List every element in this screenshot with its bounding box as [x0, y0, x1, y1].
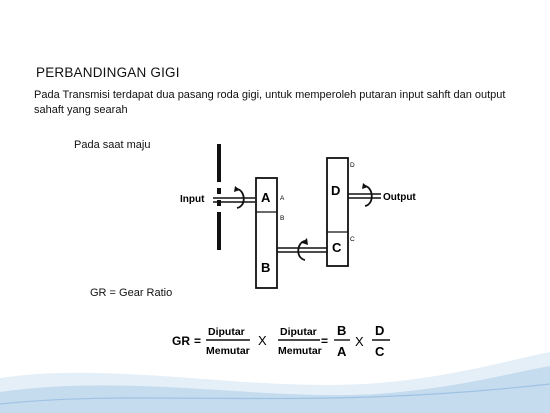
- input-label: Input: [180, 194, 205, 205]
- formula-denominator-1: Memutar: [206, 345, 250, 357]
- formula-equals-2: =: [321, 334, 328, 348]
- formula-numerator-1: Diputar: [208, 326, 245, 338]
- gear-c-d-column: [326, 157, 349, 267]
- formula-frac-c: C: [375, 344, 385, 359]
- formula-equals: =: [194, 334, 201, 348]
- gear-a-label: A: [261, 190, 271, 205]
- formula-times-2: X: [355, 334, 364, 349]
- formula-frac-b: B: [337, 323, 346, 338]
- formula-numerator-2: Diputar: [280, 326, 317, 338]
- formula-gr: GR: [172, 334, 190, 348]
- subtitle-forward: Pada saat maju: [74, 139, 151, 151]
- small-b-label: B: [280, 215, 284, 222]
- slide-title: PERBANDINGAN GIGI: [36, 65, 180, 80]
- formula-frac-a: A: [337, 344, 347, 359]
- gear-a-b-column: [255, 177, 278, 289]
- counter-rotation-arrow: [297, 240, 306, 261]
- output-rotation-arrow: [364, 185, 373, 207]
- gear-d-label: D: [331, 183, 340, 198]
- gear-ratio-formula: GR = Diputar Memutar X Diputar Memutar =…: [168, 313, 399, 368]
- formula-times-1: X: [258, 333, 267, 348]
- formula-denominator-2: Memutar: [278, 345, 322, 357]
- gear-diagram-svg: Input A B A B D C D C: [180, 144, 416, 289]
- small-c-label: C: [350, 236, 355, 243]
- small-a-label: A: [280, 195, 285, 202]
- output-label: Output: [383, 192, 416, 203]
- formula-svg: GR = Diputar Memutar X Diputar Memutar =…: [172, 323, 390, 359]
- formula-frac-d: D: [375, 323, 384, 338]
- gear-b-label: B: [261, 260, 270, 275]
- small-d-label: D: [350, 162, 355, 169]
- gear-diagram: Input A B A B D C D C: [177, 134, 420, 292]
- gear-c-label: C: [332, 240, 342, 255]
- slide-body-text: Pada Transmisi terdapat dua pasang roda …: [34, 89, 506, 116]
- gear-ratio-label: GR = Gear Ratio: [90, 287, 173, 299]
